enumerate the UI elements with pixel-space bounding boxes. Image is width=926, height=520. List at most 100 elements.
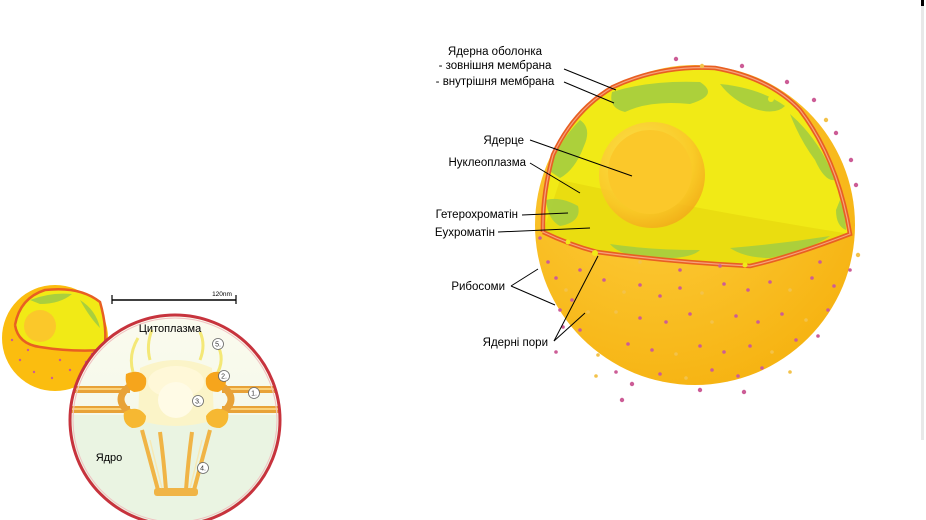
ribosome-dot	[722, 350, 726, 354]
ribosome-dot	[853, 182, 859, 188]
marker-3: 3.	[195, 399, 201, 406]
ribosome-dot	[558, 308, 562, 312]
nucleolus-core	[608, 130, 692, 214]
pore-inset: 1. 2. 3. 4. 5. Цитоплазма Ядро	[68, 313, 282, 520]
small-chromatin	[30, 293, 100, 328]
small-nucleus	[2, 285, 108, 391]
ribosome-dot	[748, 344, 752, 348]
ribosome-dot	[760, 366, 764, 370]
basket-ring	[154, 488, 198, 496]
label-nucleus: Ядро	[96, 452, 123, 464]
ribosome-dot	[833, 130, 839, 136]
ribosome-dot	[26, 348, 30, 352]
ribosome-dot	[554, 350, 558, 354]
pore-complex	[123, 360, 229, 428]
ribosome-dot	[684, 376, 688, 380]
small-nucleolus	[24, 310, 56, 342]
frame-tick	[921, 0, 924, 6]
ribosome-dot	[699, 63, 705, 69]
ribosome-dot	[578, 328, 582, 332]
ribosome-dot	[698, 344, 702, 348]
ribosome-dot	[770, 350, 774, 354]
ribosome-dot	[594, 374, 598, 378]
ribosome-dot	[788, 288, 792, 292]
ribosomes	[538, 56, 861, 403]
ribosome-dot	[722, 282, 726, 286]
ribosome-dot	[554, 276, 558, 280]
ribosome-dot	[700, 291, 704, 295]
label-inner-membrane: - внутрішня мембрана	[436, 76, 555, 88]
ribosome-dot	[596, 353, 600, 357]
ribosome-dot	[619, 397, 625, 403]
ribosome-dot	[658, 294, 662, 298]
ribosome-dot	[629, 381, 635, 387]
ribosome-dot	[816, 334, 820, 338]
ribosome-dot	[674, 352, 678, 356]
ribosome-dot	[688, 312, 692, 316]
ribosome-dot	[678, 268, 682, 272]
marker-5: 5.	[215, 342, 221, 349]
ribosome-dot	[794, 338, 798, 342]
ribosome-dot	[768, 280, 772, 284]
ribosome-dot	[564, 288, 568, 292]
ribosome-dot	[718, 264, 722, 268]
label-nucleolus: Ядерце	[483, 135, 524, 147]
ribosome-dot	[741, 389, 747, 395]
ribosome-dot	[658, 372, 662, 376]
marker-4: 4.	[200, 466, 206, 473]
ribosome-dot	[578, 268, 582, 272]
label-euchromatin: Еухроматін	[435, 227, 495, 239]
ribosome-dot	[697, 387, 703, 393]
ribosome-dot	[804, 318, 808, 322]
ribosome-dot	[50, 376, 54, 380]
ribosome-dot	[602, 278, 606, 282]
ribosome-dot	[746, 288, 750, 292]
ribosome-dot	[810, 276, 814, 280]
ribosome-dot	[826, 308, 830, 312]
chromatin	[546, 81, 846, 259]
nuclear-basket	[140, 429, 212, 491]
ribosome-dot	[650, 348, 654, 352]
label-cytoplasm: Цитоплазма	[139, 323, 202, 335]
labels: Ядерна оболонка - зовнішня мембрана - вн…	[435, 46, 555, 349]
ribosome-dot	[638, 283, 642, 287]
label-outer-membrane: - зовнішня мембрана	[439, 60, 552, 72]
ribosome-dot	[638, 260, 642, 264]
frame-edge	[921, 0, 924, 440]
ribosome-dot	[848, 157, 854, 163]
main-nucleus	[535, 56, 861, 403]
ribosome-dot	[739, 63, 745, 69]
marker-1: 1.	[251, 391, 257, 398]
leader-lines	[497, 68, 633, 342]
ribosome-dot	[678, 286, 682, 290]
label-envelope: Ядерна оболонка	[448, 46, 543, 58]
ribosome-dot	[818, 260, 822, 264]
ribosome-dot	[626, 342, 630, 346]
ribosome-dot	[736, 374, 740, 378]
ribosome-dot	[780, 312, 784, 316]
nuclear-envelope-inner	[542, 67, 851, 267]
pore-markers: 1. 2. 3. 4. 5.	[192, 338, 260, 474]
ribosome-dot	[570, 298, 574, 302]
ribosome-dot	[10, 338, 14, 342]
ribosome-dot	[734, 314, 738, 318]
ribosome-dot	[638, 316, 642, 320]
ribosome-dot	[848, 268, 852, 272]
ribosome-dot	[538, 236, 542, 240]
scale-label: 120nm	[212, 291, 232, 298]
ribosome-dot	[673, 56, 679, 62]
ribosome-dot	[823, 117, 829, 123]
ribosome-dot	[622, 290, 626, 294]
ribosome-dot	[664, 320, 668, 324]
ribosome-dot	[710, 368, 714, 372]
ribosome-dot	[855, 252, 861, 258]
label-heterochromatin: Гетерохроматін	[436, 209, 518, 221]
ribosome-dot	[710, 320, 714, 324]
ribosome-dot	[586, 310, 590, 314]
ribosome-dot	[832, 284, 836, 288]
ribosome-dot	[546, 260, 550, 264]
inset-border	[68, 313, 282, 520]
ribosome-dot	[18, 358, 22, 362]
ribosome-dot	[68, 368, 72, 372]
